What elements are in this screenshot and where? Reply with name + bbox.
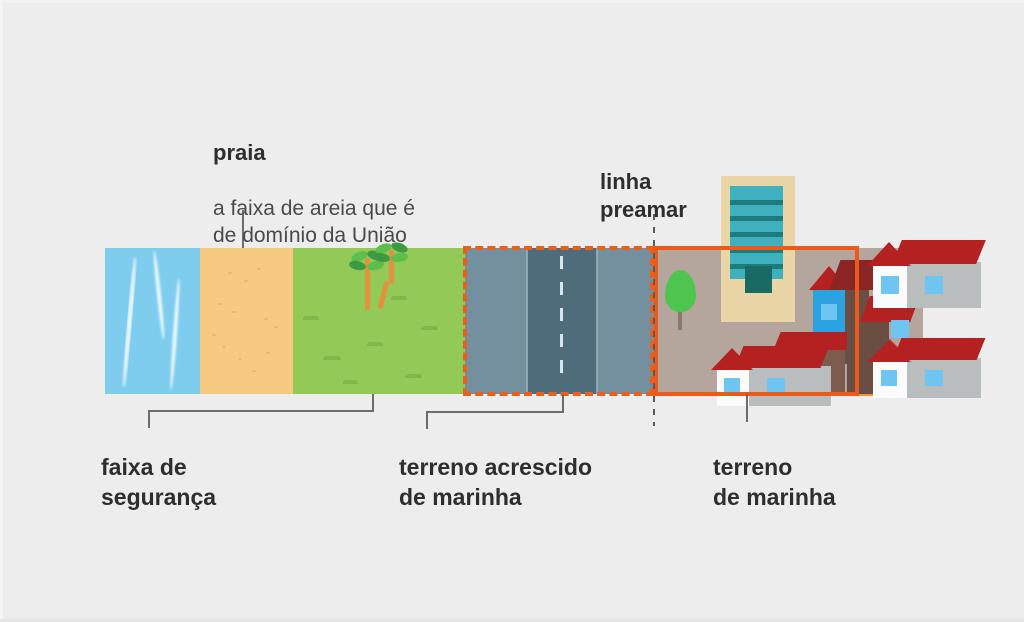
grass-tuft — [303, 316, 319, 320]
grass-tuft — [421, 326, 438, 330]
sand-speck — [257, 268, 261, 270]
house-window — [925, 276, 943, 294]
house-window — [881, 276, 899, 294]
tree-crown-icon — [665, 270, 696, 312]
zone-sea — [105, 248, 200, 394]
grass-tuft — [391, 296, 407, 300]
zone-sidewalk-left — [465, 248, 527, 394]
bracket-acrescido-right — [562, 394, 564, 412]
tower-entrance — [745, 266, 772, 293]
label-praia-heading: praia — [213, 140, 266, 166]
label-terreno-acrescido-de-marinha: terreno acrescido de marinha — [399, 433, 592, 533]
house-window — [767, 378, 785, 394]
zone-safety-strip — [293, 240, 465, 394]
tower-floor-band — [730, 232, 783, 237]
linha-preamar-guide — [653, 214, 655, 426]
label-faixa-de-seguranca: faixa de segurança — [101, 433, 216, 533]
sand-speck — [252, 370, 256, 372]
grass-tuft — [405, 374, 422, 378]
sand-speck — [266, 352, 270, 354]
connector-praia — [242, 210, 244, 248]
wave-highlight — [121, 256, 137, 388]
canvas-edge-top — [0, 0, 1024, 3]
bracket-acrescido-left — [426, 411, 428, 429]
tree-trunk — [678, 300, 682, 330]
palm-trunk — [377, 280, 390, 310]
curb-line — [526, 248, 528, 394]
road-center-dashes — [560, 256, 563, 386]
sand-speck — [232, 311, 236, 313]
sand-speck — [274, 326, 278, 328]
house-window — [925, 370, 943, 386]
palm-trunk — [365, 258, 370, 310]
grass-tuft — [343, 380, 358, 384]
tower-floor-band — [730, 248, 783, 253]
house-roof — [892, 240, 986, 264]
zone-sidewalk-right — [597, 248, 655, 394]
label-praia-description: a faixa de areia que é de domínio da Uni… — [213, 197, 415, 248]
house-window — [881, 370, 897, 386]
sand-speck — [264, 318, 268, 320]
sand-speck — [222, 346, 226, 348]
house-window — [724, 378, 740, 394]
curb-line — [596, 248, 598, 394]
label-terreno-de-marinha: terreno de marinha — [713, 433, 836, 533]
bracket-acrescido-horizontal — [426, 411, 564, 413]
wave-highlight — [152, 250, 166, 340]
palm-trunk — [389, 250, 394, 284]
wave-highlight — [169, 277, 181, 391]
house-roof — [734, 346, 830, 368]
label-terreno-acrescido-text: terreno acrescido de marinha — [399, 454, 593, 510]
grass-tuft — [323, 356, 341, 360]
coastal-cross-section-illustration — [105, 176, 986, 406]
canvas-edge-bottom — [0, 619, 1024, 622]
sand-speck — [218, 303, 222, 305]
label-terreno-de-marinha-text: terreno de marinha — [713, 454, 836, 510]
sand-speck — [238, 358, 242, 360]
label-linha-preamar: linha preamar — [600, 140, 687, 253]
sand-speck — [228, 272, 232, 274]
label-linha-preamar-heading: linha preamar — [600, 169, 687, 223]
house-window — [821, 304, 837, 320]
bracket-seguranca-left — [148, 410, 150, 428]
connector-terreno-marinha — [746, 394, 748, 422]
sand-speck — [244, 280, 248, 282]
grass-tuft — [367, 342, 383, 346]
sand-speck — [212, 334, 216, 336]
house-window — [891, 320, 909, 338]
house-roof — [892, 338, 986, 360]
bracket-seguranca-right — [372, 394, 374, 411]
label-praia: praia a faixa de areia que é de domínio … — [213, 111, 415, 278]
label-faixa-de-seguranca-text: faixa de segurança — [101, 454, 217, 510]
tower-floor-band — [730, 200, 783, 205]
tower-floor-band — [730, 216, 783, 221]
zone-beach-sand — [200, 248, 293, 394]
canvas-edge-left — [0, 0, 3, 622]
bracket-seguranca-horizontal — [148, 410, 374, 412]
